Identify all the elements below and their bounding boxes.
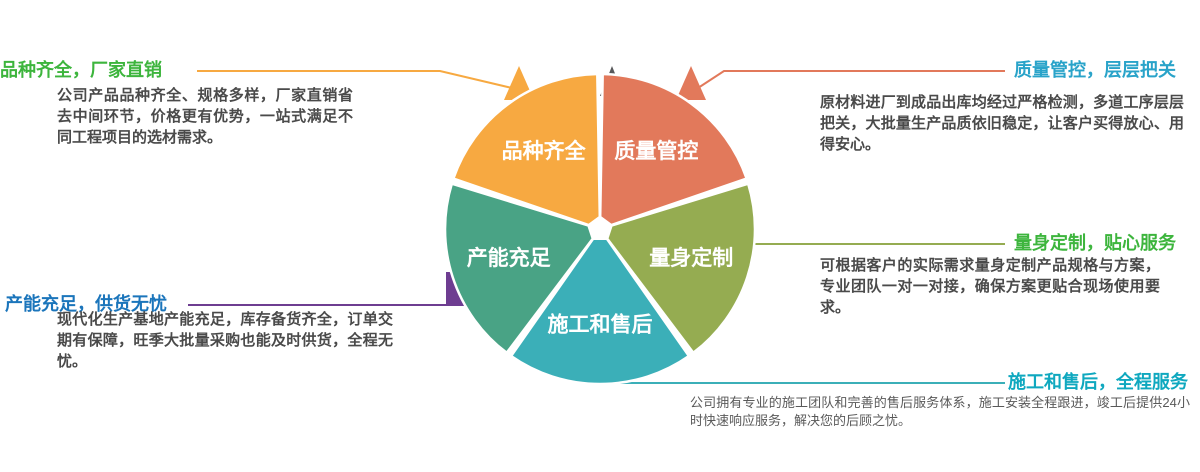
- callout-title-aftersales: 施工和售后，全程服务: [1008, 372, 1188, 392]
- callout-body-aftersales: 公司拥有专业的施工团队和完善的售后服务体系，施工安装全程跟进，竣工后提供24小时…: [690, 395, 1190, 428]
- callout-title-custom: 量身定制，贴心服务: [1014, 233, 1176, 253]
- petal-label-aftersales: 施工和售后: [548, 313, 653, 337]
- callout-title-quality: 质量管控，层层把关: [1014, 60, 1176, 80]
- callout-title-variety: 品种齐全，厂家直销: [0, 60, 162, 80]
- quality-tip: [676, 66, 706, 100]
- callout-body-quality: 原材料进厂到成品出库均经过严格检测，多道工序层层把关，大批量生产品质依旧稳定，让…: [820, 94, 1184, 153]
- callout-body-variety: 公司产品品种齐全、规格多样，厂家直销省去中间环节，价格更有优势，一站式满足不同工…: [57, 87, 353, 146]
- petal-quality: [598, 72, 748, 227]
- leader-line-variety: [197, 70, 513, 89]
- leader-line-quality: [697, 70, 1005, 89]
- petal-custom: [605, 182, 757, 355]
- callout-body-capacity: 现代化生产基地产能充足，库存备货齐全，订单交期有保障，旺季大批量采购也能及时供货…: [57, 311, 393, 370]
- petal-label-capacity: 产能充足: [467, 246, 551, 270]
- petal-variety: [452, 72, 602, 227]
- petal-label-custom: 量身定制: [649, 246, 733, 270]
- callout-body-custom: 可根据客户的实际需求量身定制产品规格与方案，专业团队一对一对接，确保方案更贴合现…: [820, 257, 1160, 316]
- callout-title-capacity: 产能充足，供货无忧: [5, 294, 167, 314]
- petal-capacity: [443, 182, 595, 355]
- petal-label-variety: 品种齐全: [502, 139, 587, 163]
- petal-label-quality: 质量管控: [614, 139, 698, 163]
- petal-aftersales: [509, 237, 691, 386]
